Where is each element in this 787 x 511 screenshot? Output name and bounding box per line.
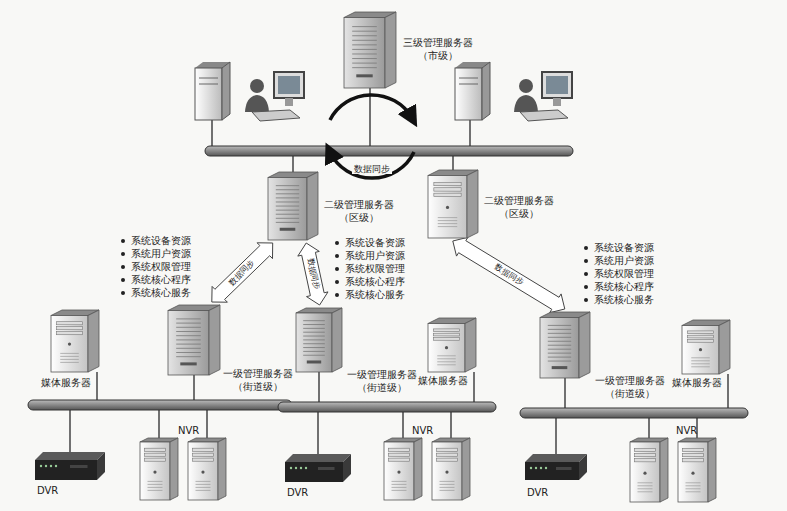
server-node: 二级管理服务器 （区级） <box>426 168 560 240</box>
bullet-dot <box>121 278 125 282</box>
server-node: 媒体服务器 <box>41 308 103 392</box>
bullet-dot <box>121 252 125 256</box>
server-icon <box>628 424 720 506</box>
node-label: 媒体服务器 <box>672 376 726 389</box>
resource-item: 系统用户资源 <box>334 249 405 262</box>
resource-item: 系统用户资源 <box>583 254 654 267</box>
network-bus <box>28 146 748 418</box>
server-node: NVR <box>382 424 472 504</box>
server-node: NVR <box>628 424 720 506</box>
bullet-dot <box>335 280 339 284</box>
server-node: 一级管理服务器 （街道级） <box>294 306 422 398</box>
server-node: 媒体服务器 <box>418 316 480 390</box>
node-label: 二级管理服务器 （区级） <box>480 194 558 220</box>
resource-item: 系统权限管理 <box>334 262 405 275</box>
server-node: NVR <box>138 424 228 504</box>
node-label: NVR <box>676 424 712 437</box>
sync-cycle <box>330 95 414 178</box>
node-label: 一级管理服务器 （街道级） <box>220 367 296 393</box>
sync-label: 数据同步 <box>352 164 392 174</box>
resource-item: 系统权限管理 <box>120 260 191 273</box>
bullet-dot <box>121 291 125 295</box>
server-node: DVR <box>283 452 355 502</box>
resource-item: 系统用户资源 <box>120 247 191 260</box>
node-label: NVR <box>178 424 214 437</box>
resource-item: 系统核心程序 <box>120 273 191 286</box>
bullet-dot <box>121 239 125 243</box>
resource-item: 系统权限管理 <box>583 267 654 280</box>
node-label: 媒体服务器 <box>418 374 472 387</box>
bullet-dot <box>584 298 588 302</box>
resource-item: 系统核心程序 <box>334 275 405 288</box>
bullet-dot <box>584 285 588 289</box>
resource-item: 系统设备资源 <box>120 234 191 247</box>
bullet-dot <box>335 254 339 258</box>
resource-item: 系统核心程序 <box>583 280 654 293</box>
server-node: 媒体服务器 <box>672 318 734 394</box>
sync-arrow <box>453 237 565 312</box>
node-label: 二级管理服务器 （区级） <box>320 198 398 224</box>
node-label: 三级管理服务器 （市级） <box>398 36 478 62</box>
server-node: 二级管理服务器 （区级） <box>266 170 400 242</box>
resource-item: 系统设备资源 <box>583 241 654 254</box>
node-label: DVR <box>287 486 327 499</box>
server-node: 一级管理服务器 （街道级） <box>166 303 297 397</box>
edge-label: 数据同步 <box>304 256 321 291</box>
bullet-dot <box>335 241 339 245</box>
bullet-dot <box>335 267 339 271</box>
resource-item: 系统设备资源 <box>334 236 405 249</box>
server-node: DVR <box>33 450 109 502</box>
resource-item: 系统核心服务 <box>120 286 191 299</box>
edge-label: 数据同步 <box>227 257 258 288</box>
server-node: 一级管理服务器 （街道级） <box>538 310 672 404</box>
node-label: DVR <box>527 486 567 499</box>
node-label: 一级管理服务器 （街道级） <box>344 368 420 394</box>
resource-item: 系统核心服务 <box>334 288 405 301</box>
workstation <box>455 62 572 121</box>
bullet-dot <box>584 259 588 263</box>
bullet-dot <box>121 265 125 269</box>
bullet-dot <box>584 272 588 276</box>
sync-arrow <box>298 243 328 305</box>
node-label: NVR <box>412 424 448 437</box>
workstation <box>195 62 304 121</box>
node-label: 一级管理服务器 （街道级） <box>592 374 668 400</box>
server-icon <box>342 10 482 94</box>
node-label: 媒体服务器 <box>41 376 95 389</box>
bullet-dot <box>584 246 588 250</box>
sync-arrow <box>212 243 273 302</box>
wire <box>70 88 728 454</box>
bullet-dot <box>335 293 339 297</box>
resource-item: 系统核心服务 <box>583 293 654 306</box>
node-label: DVR <box>37 484 77 497</box>
server-node: 三级管理服务器 （市级） <box>342 10 482 94</box>
edge-label: 数据同步 <box>492 262 526 288</box>
server-node: DVR <box>523 452 591 502</box>
